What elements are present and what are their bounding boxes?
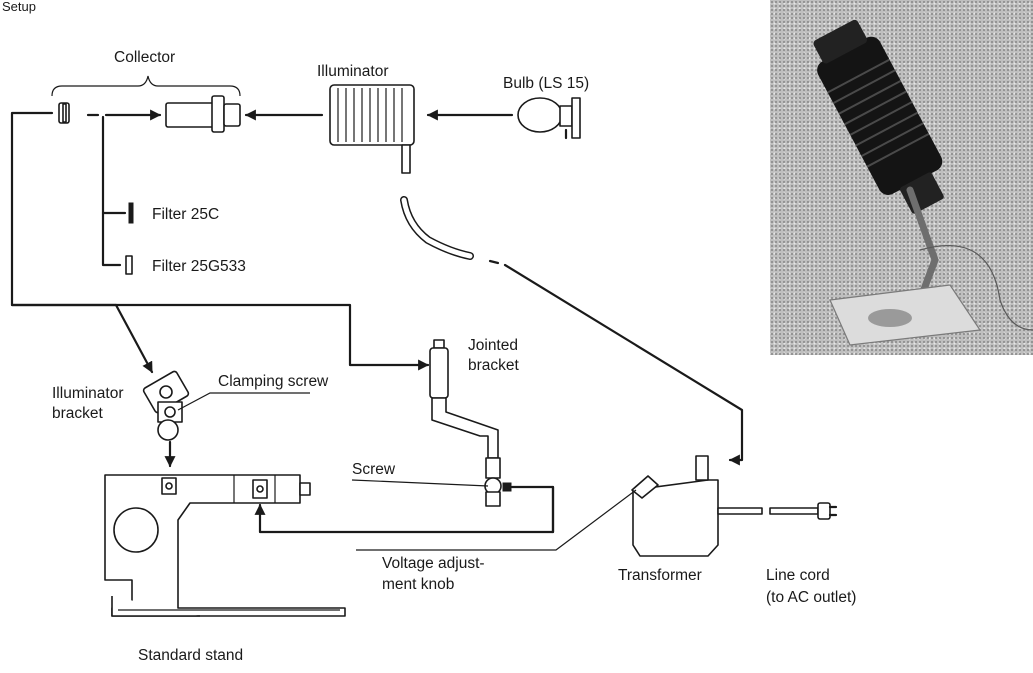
label-illuminator: Illuminator xyxy=(317,63,389,80)
illuminator-housing xyxy=(329,84,415,174)
label-bulb: Bulb (LS 15) xyxy=(503,75,589,92)
arrow-to-jointed-bracket xyxy=(10,303,430,371)
standard-stand xyxy=(104,474,346,617)
leader-voltage-knob xyxy=(356,489,637,551)
line-filter-25c xyxy=(101,115,127,215)
label-transformer: Transformer xyxy=(618,567,702,584)
label-voltage-knob-2: ment knob xyxy=(382,576,454,593)
label-filter-25c: Filter 25C xyxy=(152,206,219,223)
label-clamping-screw: Clamping screw xyxy=(218,373,329,390)
collector-lens xyxy=(58,102,70,124)
line-collector-loop xyxy=(10,111,118,307)
label-line-cord-1: Line cord xyxy=(766,567,830,584)
lamp-assembly-photo xyxy=(770,0,1033,355)
label-voltage-knob-1: Voltage adjust- xyxy=(382,555,485,572)
collector-brace xyxy=(51,75,241,97)
label-illuminator-bracket-1: Illuminator xyxy=(52,385,124,402)
line-filter-25g533 xyxy=(101,211,122,267)
label-standard-stand: Standard stand xyxy=(138,647,243,664)
label-jointed-bracket-1: Jointed xyxy=(468,337,518,354)
photo-bracket-arm xyxy=(906,186,939,304)
filter-25c-disc xyxy=(128,202,134,224)
bulb xyxy=(517,97,581,140)
photo-lamp-housing xyxy=(813,19,944,214)
arrow-cable-to-transformer xyxy=(503,263,744,466)
line-cord xyxy=(769,502,838,520)
jointed-bracket xyxy=(429,339,512,507)
leader-clamping-screw xyxy=(177,392,310,411)
transformer xyxy=(631,455,763,557)
diagram-heading: Setup xyxy=(2,0,36,14)
leader-screw xyxy=(351,479,489,487)
arrow-to-illuminator-bracket xyxy=(114,303,154,374)
photo-cable xyxy=(919,245,1033,331)
filter-25g533-disc xyxy=(125,255,133,275)
collector-tube xyxy=(165,95,241,133)
label-filter-25g533: Filter 25G533 xyxy=(152,258,246,275)
label-jointed-bracket-2: bracket xyxy=(468,357,520,374)
label-collector: Collector xyxy=(114,49,175,66)
illuminator-bracket xyxy=(142,370,190,441)
label-illuminator-bracket-2: bracket xyxy=(52,405,104,422)
label-line-cord-2: (to AC outlet) xyxy=(766,589,856,606)
label-screw: Screw xyxy=(352,461,396,478)
